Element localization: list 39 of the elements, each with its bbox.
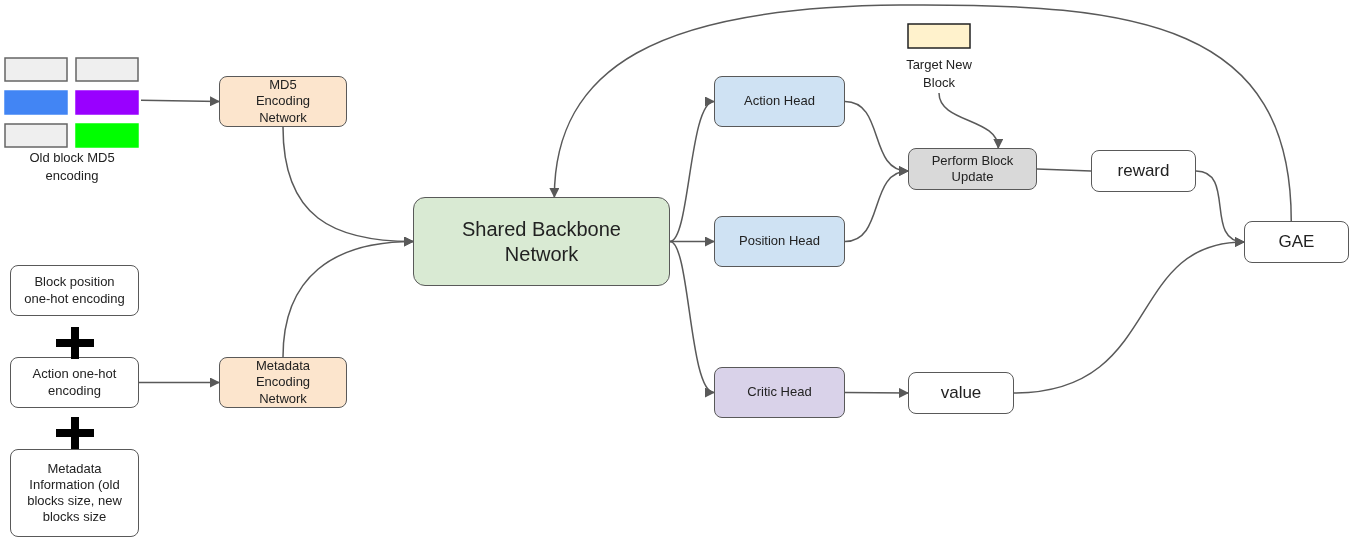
box-label: Metadata Encoding Network <box>254 358 312 407</box>
process-box <box>10 449 139 537</box>
process-box <box>219 357 347 408</box>
box-label: Shared Backbone Network <box>461 216 622 267</box>
box-label: Block position one-hot encoding <box>23 274 126 307</box>
process-box <box>714 367 845 418</box>
arrow <box>1013 238 1245 394</box>
box-label: Metadata Information (old blocks size, new blocks size <box>26 460 123 526</box>
process-box <box>1091 150 1196 192</box>
arrow <box>140 96 220 107</box>
arrow <box>282 236 414 358</box>
process-box <box>908 148 1037 190</box>
process-box <box>219 76 347 127</box>
arrow <box>844 167 909 243</box>
process-box <box>10 357 139 408</box>
box-label: Perform Block Update <box>930 152 1015 186</box>
arrow <box>138 377 220 388</box>
box-label: reward <box>1117 160 1170 182</box>
connector-line <box>1036 168 1092 172</box>
box-label: Action one-hot encoding <box>31 366 118 399</box>
process-box <box>1244 221 1349 263</box>
arrow <box>669 236 715 247</box>
process-box <box>714 76 845 127</box>
box-label: value <box>940 382 982 404</box>
box-label: Critic Head <box>747 384 812 401</box>
process-box <box>10 265 139 316</box>
node-label: Old block MD5 encoding <box>28 149 116 185</box>
arrow <box>938 92 1002 149</box>
process-box <box>714 216 845 267</box>
process-box <box>413 197 670 286</box>
process-box <box>908 372 1014 414</box>
arrow <box>550 4 1292 222</box>
box-label: Action Head <box>744 93 815 110</box>
arrow <box>669 100 715 243</box>
box-label: GAE <box>1278 231 1315 253</box>
box-label: MD5 Encoding Network <box>254 77 312 126</box>
arrow <box>844 387 909 398</box>
box-label: Position Head <box>739 233 820 250</box>
node-label: Target New Block <box>905 56 973 92</box>
